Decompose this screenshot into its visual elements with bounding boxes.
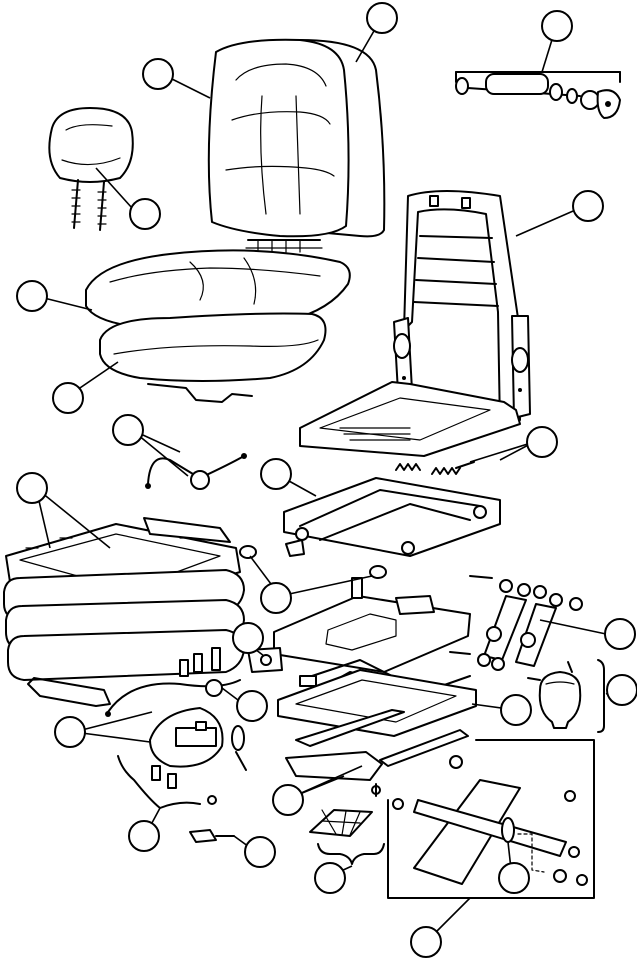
- callout-upper-linkage: [260, 458, 292, 490]
- springs: [395, 461, 475, 475]
- callout-back-cover: [366, 2, 398, 34]
- callout-air-spring: [606, 674, 637, 706]
- callout-scissor-detail: [410, 926, 442, 958]
- seat-cushion: [85, 249, 351, 330]
- back-frame: [299, 190, 531, 457]
- back-cushion: [207, 38, 386, 253]
- callout-back-frame: [572, 190, 604, 222]
- pivot-kit: [455, 71, 621, 119]
- callout-shock-absorbers: [604, 618, 636, 650]
- callout-headrest: [129, 198, 161, 230]
- headrest: [48, 107, 134, 231]
- callout-compressor: [54, 716, 86, 748]
- callout-bellows: [16, 472, 48, 504]
- callout-lower-harness: [128, 820, 160, 852]
- callout-slide-rails: [272, 784, 304, 816]
- callout-springs: [526, 426, 558, 458]
- callout-back-cushion: [142, 58, 174, 90]
- callout-wire-harness: [112, 414, 144, 446]
- callout-pivot-kit: [541, 10, 573, 42]
- callout-seat-plate: [500, 694, 532, 726]
- callout-wiring: [236, 690, 268, 722]
- bellows: [3, 517, 245, 681]
- detail-inset: [387, 739, 595, 899]
- callout-grid-pad: [314, 862, 346, 894]
- callout-bushings: [260, 582, 292, 614]
- air-spring: [527, 659, 605, 733]
- slide-rails: [285, 709, 469, 797]
- shock-absorbers: [449, 575, 583, 671]
- seat-foam: [99, 312, 327, 403]
- callout-seat-cushion: [16, 280, 48, 312]
- electrical-components: [105, 647, 283, 843]
- upper-linkage: [239, 477, 501, 579]
- wire-harness: [145, 453, 247, 490]
- seat-plate: [273, 577, 477, 737]
- callout-fitting: [244, 836, 276, 868]
- handle-bar: [27, 677, 111, 707]
- callout-seat-foam: [52, 382, 84, 414]
- callout-switch: [232, 622, 264, 654]
- grid-pad: [309, 809, 385, 865]
- callouts: [16, 2, 637, 958]
- callout-pivot-pin: [498, 862, 530, 894]
